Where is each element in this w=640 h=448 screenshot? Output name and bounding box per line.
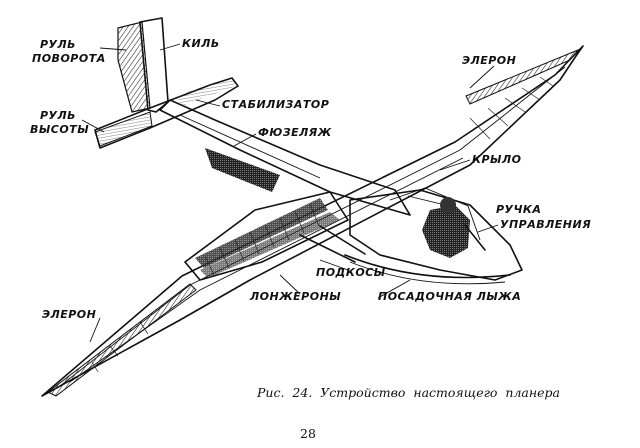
page-number: 28 — [300, 426, 316, 441]
stabilizer — [94, 77, 239, 149]
aileron-left — [47, 283, 197, 397]
landing-skid — [344, 254, 511, 285]
label-landing-skid: ПОСАДОЧНАЯ ЛЫЖА — [378, 290, 521, 303]
label-control-stick-line2: УПРАВЛЕНИЯ — [500, 218, 591, 231]
label-aileron-right: ЭЛЕРОН — [462, 54, 516, 67]
figure-caption: Рис. 24. Устройство настоящего планера — [257, 385, 560, 400]
aileron-right — [465, 48, 580, 105]
label-control-stick-line1: РУЧКА — [496, 203, 541, 216]
label-fuselage: ФЮЗЕЛЯЖ — [258, 126, 332, 139]
label-struts: ПОДКОСЫ — [316, 266, 386, 279]
label-wing: КРЫЛО — [472, 153, 521, 166]
label-stabilizer: СТАБИЛИЗАТОР — [222, 98, 329, 111]
label-rudder-line1: РУЛЬ — [40, 38, 76, 51]
exposed-wing-structure — [184, 191, 349, 281]
elevator — [94, 111, 153, 147]
label-elevator-line2: ВЫСОТЫ — [30, 123, 89, 136]
leader-lines — [81, 43, 499, 343]
fuselage — [159, 99, 411, 216]
label-aileron-left: ЭЛЕРОН — [42, 308, 96, 321]
struts — [299, 225, 366, 263]
label-rudder-line2: ПОВОРОТА — [32, 52, 106, 65]
label-spars: ЛОНЖЕРОНЫ — [249, 290, 341, 303]
rudder — [117, 21, 151, 113]
label-elevator-line1: РУЛЬ — [40, 109, 76, 122]
label-fin: КИЛЬ — [182, 37, 220, 50]
